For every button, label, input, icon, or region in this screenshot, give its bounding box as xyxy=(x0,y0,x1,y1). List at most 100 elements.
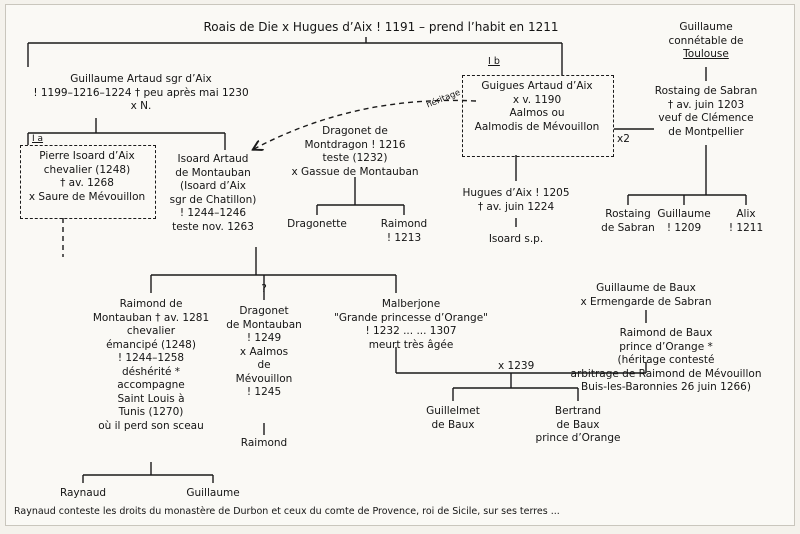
raimond-montauban-note-3: Tunis (1270) xyxy=(118,406,184,418)
bertrand: Bertrand de Baux prince d’Orange xyxy=(536,405,621,446)
raimond-1213-date: ! 1213 xyxy=(386,231,422,244)
isoard-artaud-testament: teste nov. 1263 xyxy=(172,220,254,233)
guigues-spouse-1: Aalmos ou xyxy=(509,107,565,119)
raimond-montauban-disinherited: déshérité * xyxy=(121,365,181,378)
rostaing-death: † av. juin 1203 xyxy=(667,98,745,111)
rostaing-widower: veuf de Clémence xyxy=(658,112,754,124)
raimond-montauban-dates: ! 1244–1258 xyxy=(117,352,185,364)
isoard-artaud-alias: (Isoard d’Aix xyxy=(180,180,246,192)
hugues-name: Hugues d’Aix ! 1205 xyxy=(462,187,570,199)
rostaing-widower-place: de Montpellier xyxy=(668,125,744,138)
rostaing-child: Rostaing de Sabran xyxy=(601,208,655,235)
alix-name: Alix xyxy=(736,208,756,220)
pierre-isoard-title: chevalier (1248) xyxy=(43,163,131,176)
malberjone: Malberjone "Grande princesse d’Orange" !… xyxy=(334,298,488,352)
alix-date: ! 1211 xyxy=(728,221,764,234)
isoard-artaud-dates: ! 1244–1246 xyxy=(179,207,247,219)
guillaume-last: Guillaume xyxy=(186,487,240,499)
question-mark: ? xyxy=(261,283,267,295)
guillaume-toulouse: Guillaume connétable de Toulouse xyxy=(668,21,743,62)
pierre-isoard-name: Pierre Isoard d’Aix xyxy=(39,150,135,162)
guillaume-toulouse-title: connétable de xyxy=(668,34,744,47)
guigues-name: Guigues Artaud d’Aix xyxy=(481,80,593,92)
dragonet-montauban-spouse: x Aalmos xyxy=(239,345,289,358)
guillaume-1209: Guillaume ! 1209 xyxy=(657,208,710,235)
raimond-montauban-note-4: où il perd son sceau xyxy=(98,419,204,432)
raimond-baux-note-3: Buis-les-Baronnies 26 juin 1266) xyxy=(581,381,751,393)
raimond-montauban-emancipation: émancipé (1248) xyxy=(106,338,196,351)
root-couple: Roais de Die x Hugues d’Aix ! 1191 – pre… xyxy=(203,20,559,34)
pierre-isoard-box xyxy=(20,145,156,219)
hugues-aix: Hugues d’Aix ! 1205 † av. juin 1224 xyxy=(462,187,569,214)
rostaing-child-place: de Sabran xyxy=(601,221,655,234)
guillaume-toulouse-name: Guillaume xyxy=(679,21,733,33)
marker-i-b: I b xyxy=(488,56,500,67)
malberjone-name: Malberjone xyxy=(381,298,441,310)
dragonette: Dragonette xyxy=(287,218,347,230)
raimond-1213: Raimond ! 1213 xyxy=(381,218,427,245)
raimond-baux-title: prince d’Orange * xyxy=(619,340,713,353)
dragonet-place: Montdragon ! 1216 xyxy=(304,138,406,151)
guillaume-baux-spouse: x Ermengarde de Sabran xyxy=(580,295,712,308)
isoard-sp: Isoard s.p. xyxy=(488,233,544,245)
dragonet-name: Dragonet de xyxy=(322,125,388,137)
guigues-spouse-2: Aalmodis de Mévouillon xyxy=(474,120,600,133)
guillaume-1209-name: Guillaume xyxy=(657,208,711,220)
guillaume-artaud: Guillaume Artaud sgr d’Aix ! 1199–1216–1… xyxy=(33,73,248,114)
rostaing-name: Rostaing de Sabran xyxy=(654,85,758,97)
bertrand-title: prince d’Orange xyxy=(535,432,621,444)
dragonet-montauban-name: Dragonet xyxy=(239,305,289,317)
dragonet-montauban-spouse-3: Mévouillon xyxy=(235,372,293,385)
raimond-baux-note-1: (héritage contesté xyxy=(617,354,715,366)
genealogy-chart: Roais de Die x Hugues d’Aix ! 1191 – pre… xyxy=(5,4,795,526)
raimond-baux: Raimond de Baux prince d’Orange * (hérit… xyxy=(571,327,762,395)
raimond-1213-name: Raimond xyxy=(380,218,428,230)
raynaud: Raynaud xyxy=(59,487,107,499)
guillelmet-place: de Baux xyxy=(431,418,475,431)
hugues-death: † av. juin 1224 xyxy=(477,200,555,213)
footer-note: Raynaud conteste les droits du monastère… xyxy=(14,506,560,517)
guigues-marriage: x v. 1190 xyxy=(512,93,562,106)
pierre-isoard: Pierre Isoard d’Aix chevalier (1248) † a… xyxy=(29,150,145,204)
dragonet-montauban-spouse-2: de xyxy=(257,359,271,371)
dragonet-montdragon: Dragonet de Montdragon ! 1216 teste (123… xyxy=(291,125,418,179)
raimond-montauban: Raimond de Montauban † av. 1281 chevalie… xyxy=(93,298,209,433)
guigues-artaud-box xyxy=(462,75,614,157)
raimond-baux-note-2: arbitrage de Raimond de Mévouillon xyxy=(570,367,762,380)
guillaume-artaud-name: Guillaume Artaud sgr d’Aix xyxy=(70,73,212,85)
rostaing-sabran: Rostaing de Sabran † av. juin 1203 veuf … xyxy=(655,85,757,139)
dragonet-testament: teste (1232) xyxy=(322,152,388,164)
guillaume-baux-name: Guillaume de Baux xyxy=(596,282,696,294)
pierre-isoard-spouse: x Saure de Mévouillon xyxy=(28,190,146,203)
dragonet-montauban-date: ! 1249 xyxy=(246,332,282,344)
raimond-baux-name: Raimond de Baux xyxy=(619,327,713,339)
guillaume-1209-date: ! 1209 xyxy=(666,221,702,234)
raimond-montauban-note-2: Saint Louis à xyxy=(117,392,185,405)
dragonet-montauban: Dragonet de Montauban ! 1249 x Aalmos de… xyxy=(226,305,302,400)
isoard-artaud-name: Isoard Artaud xyxy=(177,153,249,165)
x2-label: x2 xyxy=(617,133,630,145)
pierre-isoard-death: † av. 1268 xyxy=(60,177,114,189)
tree-connectors xyxy=(27,37,747,483)
guillaume-artaud-spouse: x N. xyxy=(130,100,152,112)
bertrand-name: Bertrand xyxy=(554,405,602,417)
dragonet-montauban-place: de Montauban xyxy=(226,318,302,331)
guillelmet: Guillelmet de Baux xyxy=(426,405,480,432)
guillelmet-name: Guillelmet xyxy=(426,405,480,417)
guillaume-baux: Guillaume de Baux x Ermengarde de Sabran xyxy=(581,282,712,309)
raimond-montauban-name: Raimond de xyxy=(119,298,183,310)
malberjone-death: meurt très âgée xyxy=(368,338,454,351)
bertrand-place: de Baux xyxy=(556,418,600,431)
dragonet-montauban-spouse-date: ! 1245 xyxy=(246,386,282,398)
malberjone-dates: ! 1232 ... ... 1307 xyxy=(365,325,457,337)
isoard-artaud-lordship: sgr de Chatillon) xyxy=(169,193,257,206)
rostaing-child-name: Rostaing xyxy=(605,208,651,220)
isoard-artaud: Isoard Artaud de Montauban (Isoard d’Aix… xyxy=(170,153,257,234)
raimond-child: Raimond xyxy=(240,437,288,449)
alix: Alix ! 1211 xyxy=(729,208,763,235)
dragonet-spouse: x Gassue de Montauban xyxy=(291,165,419,178)
marker-i-a: I a xyxy=(32,134,44,144)
marriage-1239: x 1239 xyxy=(498,360,535,372)
raimond-montauban-note-1: accompagne xyxy=(117,379,185,391)
raimond-montauban-title: chevalier xyxy=(126,325,176,337)
